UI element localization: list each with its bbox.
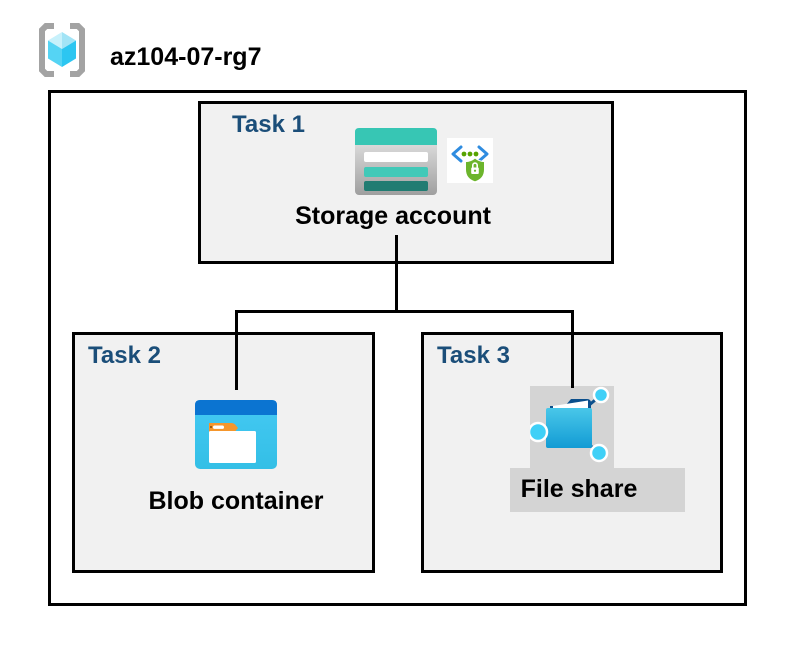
task1-label: Task 1	[232, 111, 305, 138]
file-share-label: File share	[520, 475, 638, 503]
blob-container-icon	[195, 400, 277, 469]
file-share-label-highlight: File share	[510, 468, 685, 512]
storage-account-label: Storage account	[295, 202, 491, 230]
connector-to-blob-container	[235, 310, 238, 390]
connector-storage-stem	[395, 235, 398, 312]
blob-container-label: Blob container	[148, 487, 324, 515]
connector-to-file-share	[571, 310, 574, 388]
connector-horizontal	[235, 310, 574, 313]
file-share-icon	[527, 386, 614, 468]
resource-group-icon	[33, 21, 91, 79]
task3-label: Task 3	[437, 342, 510, 369]
task2-label: Task 2	[88, 342, 161, 369]
task1-box: Task 1	[198, 101, 614, 264]
endpoint-security-icon	[447, 138, 493, 183]
task2-box: Task 2 Blob container	[72, 332, 375, 573]
resource-group-name: az104-07-rg7	[110, 43, 262, 71]
storage-account-icon	[355, 128, 437, 195]
